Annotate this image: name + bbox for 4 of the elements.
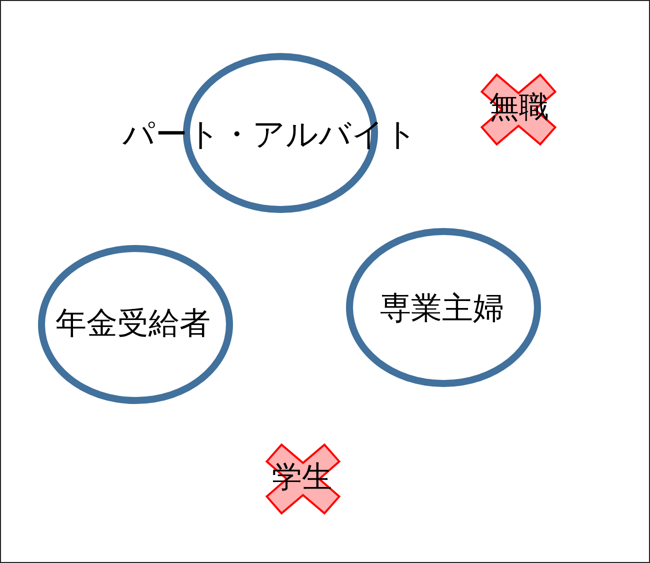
- oval-shape: [346, 228, 541, 387]
- category-label: 年金受給者: [56, 308, 210, 340]
- category-label: 専業主婦: [380, 294, 504, 324]
- oval-shape: [38, 245, 233, 404]
